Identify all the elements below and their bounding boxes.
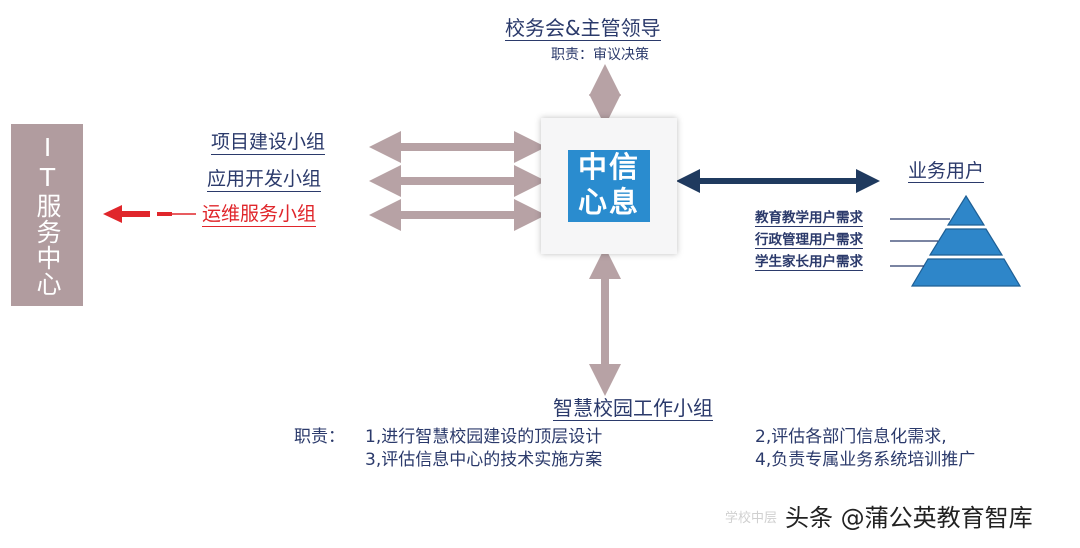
project-build-group: 项目建设小组 [211, 131, 326, 155]
duty-label: 职责： [294, 427, 345, 447]
leadership-duty: 职责：审议决策 [551, 47, 649, 63]
footer-faint-text: 学校中层 [725, 511, 778, 526]
duty-2: 2,评估各部门信息化需求, [755, 427, 947, 447]
need-parents: 学生家长用户需求 [755, 254, 863, 271]
ops-service-group: 运维服务小组 [202, 203, 317, 227]
user-pyramid [890, 194, 1022, 287]
info-center-label: 中信 心息 [568, 150, 650, 222]
duty-4: 4,负责专属业务系统培训推广 [755, 450, 976, 470]
arrow-it-center [103, 205, 196, 223]
it-service-center: IT服务中心 [11, 124, 83, 306]
leadership-title: 校务会&主管领导 [505, 16, 661, 41]
need-admin: 行政管理用户需求 [755, 232, 863, 249]
smart-campus-group-title: 智慧校园工作小组 [553, 396, 713, 421]
info-center-box: 中信 心息 [541, 118, 677, 254]
info-center-line-2: 心息 [577, 185, 640, 219]
business-users-title: 业务用户 [908, 160, 985, 183]
need-teaching: 教育教学用户需求 [755, 210, 863, 227]
app-dev-group: 应用开发小组 [207, 168, 322, 192]
duty-1: 1,进行智慧校园建设的顶层设计 [365, 427, 603, 447]
footer-watermark: 头条 @蒲公英教育智库 [785, 504, 1033, 532]
info-center-line-1: 中信 [577, 150, 640, 184]
duty-3: 3,评估信息中心的技术实施方案 [365, 450, 603, 470]
